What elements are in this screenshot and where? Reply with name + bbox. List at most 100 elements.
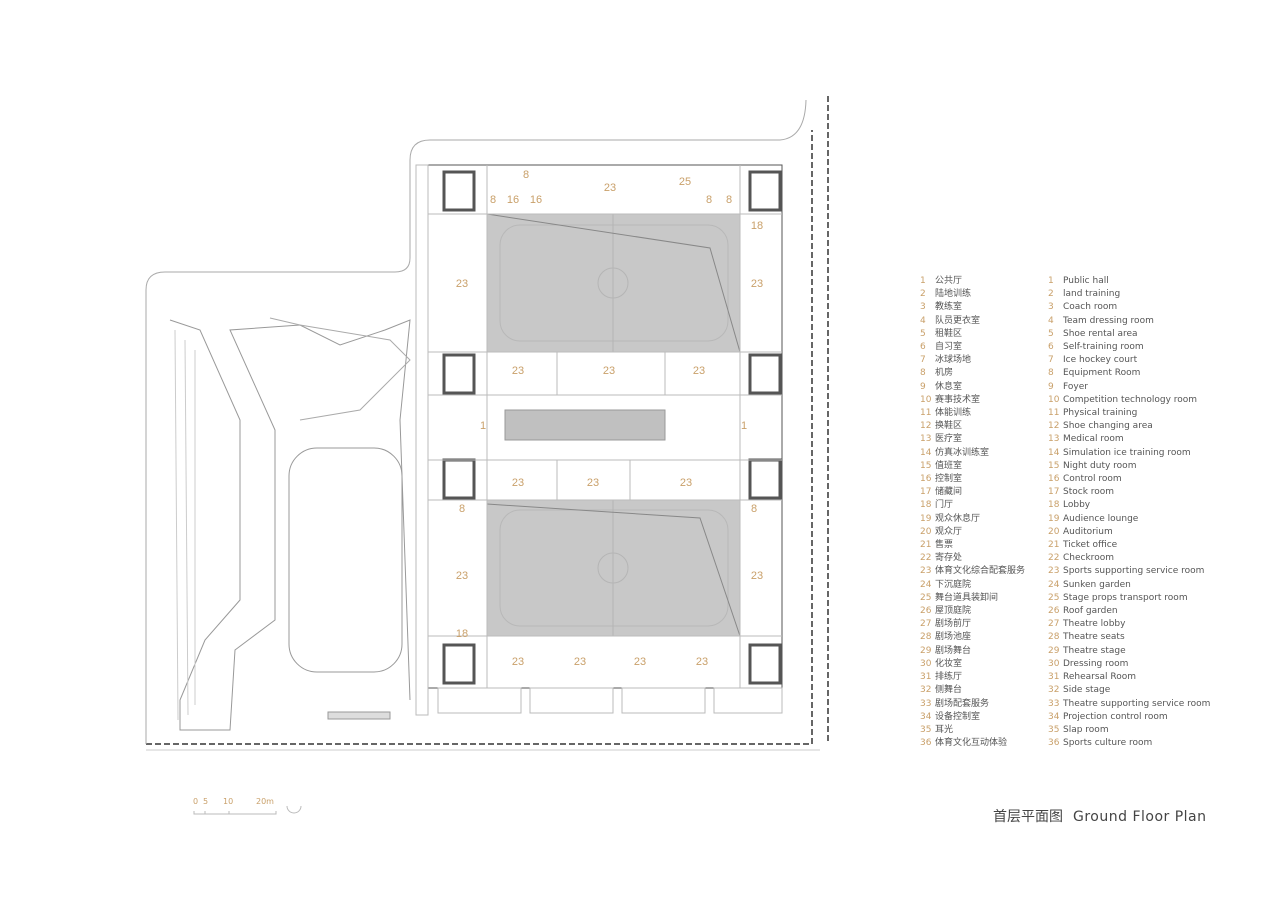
legend-number: 26: [920, 606, 932, 617]
legend-text: 值班室: [935, 460, 963, 471]
legend-number: 19: [1048, 513, 1060, 524]
legend-number: 31: [1048, 672, 1060, 683]
legend-number: 10: [1048, 394, 1060, 405]
legend-text: Control room: [1063, 474, 1122, 485]
legend-number: 4: [920, 315, 926, 326]
legend-number: 22: [1048, 553, 1060, 564]
legend-text: Rehearsal Room: [1063, 672, 1137, 683]
legend-text: 赛事技术室: [935, 394, 981, 405]
legend-number: 29: [920, 645, 932, 656]
legend-number: 25: [920, 592, 932, 603]
legend-text: Roof garden: [1063, 606, 1118, 617]
legend-number: 33: [920, 698, 932, 709]
legend-number: 9: [920, 381, 926, 392]
legend-text: Ice hockey court: [1063, 355, 1138, 366]
legend-text: Sports supporting service room: [1063, 566, 1205, 577]
legend-number: 32: [1048, 685, 1060, 696]
legend-text: 陆地训练: [935, 289, 972, 300]
legend-number: 5: [920, 328, 926, 339]
legend-number: 2: [920, 289, 926, 300]
room-label: 16: [506, 194, 520, 206]
legend-text: Audience lounge: [1063, 513, 1139, 524]
legend-number: 15: [1048, 460, 1060, 471]
legend-text: 仿真冰训练室: [935, 447, 990, 458]
legend-number: 14: [1048, 447, 1060, 458]
legend-number: 15: [920, 460, 932, 471]
legend-text: 体能训练: [935, 408, 972, 419]
legend-text: Foyer: [1063, 381, 1088, 392]
legend-text: 剧场配套服务: [935, 698, 990, 709]
legend-number: 31: [920, 672, 932, 683]
room-label: 16: [529, 194, 543, 206]
scale-tick: 0: [193, 797, 199, 806]
legend-text: 侧舞台: [935, 685, 963, 696]
room-label: 8: [725, 194, 733, 206]
legend-number: 23: [920, 566, 932, 577]
oval-field: [288, 447, 403, 673]
scale-tick: 10: [223, 797, 234, 806]
legend-text: Lobby: [1063, 500, 1091, 511]
legend-text: 剧场前厅: [935, 619, 972, 630]
legend-number: 32: [920, 685, 932, 696]
legend-number: 26: [1048, 606, 1060, 617]
room-label: 23: [455, 570, 469, 582]
legend-number: 18: [1048, 500, 1060, 511]
legend-number: 36: [1048, 738, 1060, 749]
room-label: 23: [511, 656, 525, 668]
legend-text: Theatre stage: [1063, 645, 1126, 656]
legend-text: 排练厅: [935, 672, 963, 683]
legend-number: 36: [920, 738, 932, 749]
room-label: 23: [695, 656, 709, 668]
legend-number: 21: [920, 540, 932, 551]
legend-text: Projection control room: [1063, 711, 1168, 722]
legend-number: 21: [1048, 540, 1060, 551]
legend-number: 11: [1048, 408, 1060, 419]
legend-text: Self-training room: [1063, 342, 1144, 353]
legend-number: 34: [1048, 711, 1060, 722]
legend-number: 30: [1048, 658, 1060, 669]
room-label: 23: [586, 477, 600, 489]
legend-text: 教练室: [935, 302, 963, 313]
legend-text: Competition technology room: [1063, 394, 1198, 405]
legend-number: 3: [1048, 302, 1054, 313]
legend-text: 医疗室: [935, 434, 963, 445]
legend-text: 自习室: [935, 342, 963, 353]
legend-number: 24: [920, 579, 932, 590]
legend-text: 体育文化互动体验: [935, 738, 1008, 749]
legend-text: Shoe changing area: [1063, 421, 1153, 432]
legend-text: Physical training: [1063, 408, 1138, 419]
room-label: 8: [750, 503, 758, 515]
legend-number: 35: [1048, 724, 1060, 735]
legend-text: Stage props transport room: [1063, 592, 1188, 603]
legend-text: 控制室: [935, 474, 963, 485]
legend-item: 2 陆地训练: [920, 288, 1025, 301]
